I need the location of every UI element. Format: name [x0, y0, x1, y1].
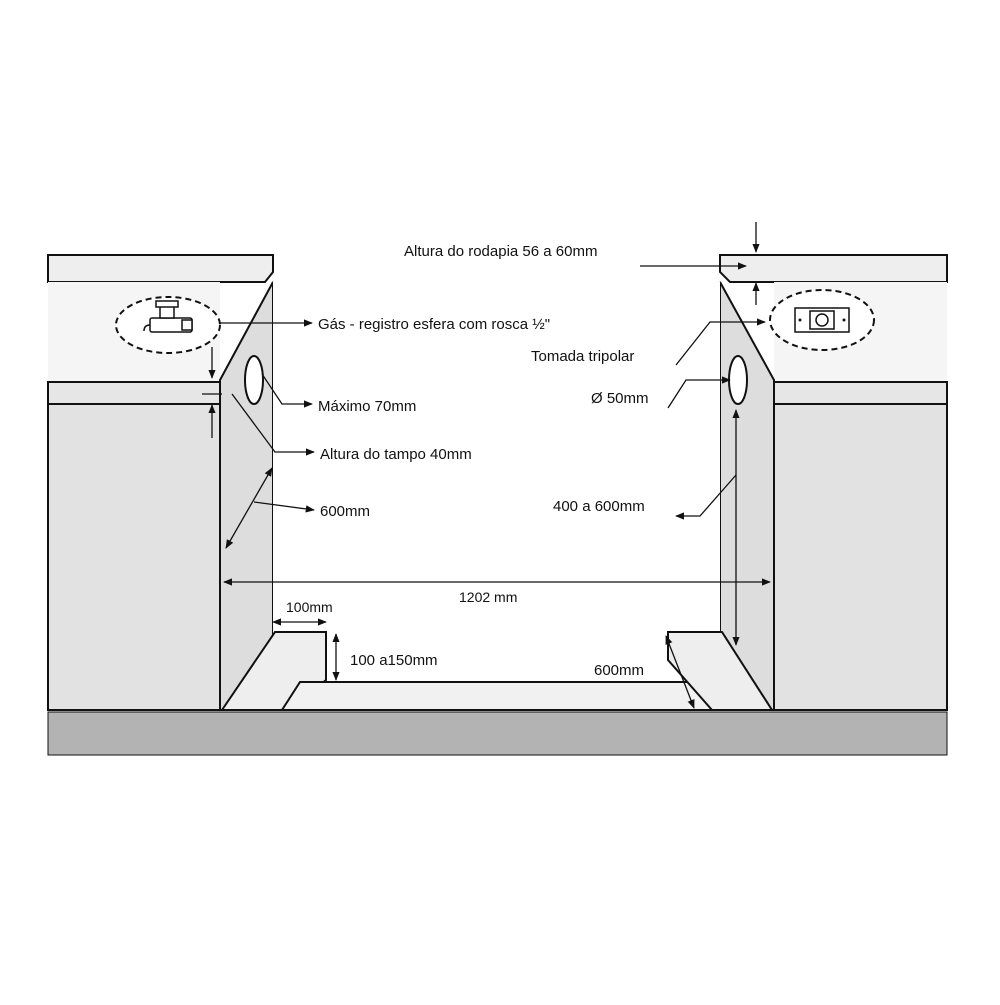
- max-height-label: Máximo 70mm: [318, 398, 416, 415]
- plinth-width-label: 100mm: [286, 599, 333, 615]
- left-gas-hole: [244, 355, 264, 405]
- socket-label: Tomada tripolar: [531, 348, 634, 365]
- depth-left-line: [225, 467, 273, 549]
- plinth-height-label: 100 a150mm: [350, 652, 438, 669]
- countertop-height-label: Altura do tampo 40mm: [320, 446, 472, 463]
- left-countertop-top: [47, 254, 274, 283]
- depth-left-leader: [253, 501, 315, 513]
- countertop-leader: [231, 393, 315, 456]
- gas-label: Gás - registro esfera com rosca ½": [318, 316, 550, 333]
- right-countertop-front: [773, 381, 948, 405]
- depth-right-line: [665, 635, 695, 709]
- power-socket-icon: [794, 307, 850, 333]
- left-countertop-front: [47, 381, 221, 405]
- dimension-lines: [202, 222, 771, 709]
- opening-floor-plinth: [280, 681, 715, 711]
- hole-diameter-label: Ø 50mm: [591, 390, 649, 407]
- opening-back-wall: [273, 282, 720, 682]
- socket-callout: [769, 289, 875, 351]
- depth-range-label: 400 a 600mm: [553, 498, 645, 515]
- gas-valve-icon: [143, 300, 193, 333]
- right-cabinet-face: [773, 403, 948, 711]
- gas-callout: [115, 296, 221, 354]
- opening-width-label: 1202 mm: [459, 589, 517, 605]
- depth-range-leader: [675, 474, 737, 520]
- depth-left-label: 600mm: [320, 503, 370, 520]
- right-countertop-top: [719, 254, 948, 283]
- left-cabinet: [47, 254, 274, 711]
- baseboard-height-label: Altura do rodapia 56 a 60mm: [404, 243, 597, 260]
- depth-right-label: 600mm: [594, 662, 644, 679]
- max-height-leader: [261, 373, 313, 408]
- socket-leader: [675, 318, 766, 366]
- right-hole: [728, 355, 748, 405]
- floor: [47, 711, 948, 756]
- hole-leader: [667, 376, 731, 409]
- labels: Altura do rodapia 56 a 60mm Gás - regist…: [286, 243, 649, 679]
- left-cabinet-face: [47, 403, 221, 711]
